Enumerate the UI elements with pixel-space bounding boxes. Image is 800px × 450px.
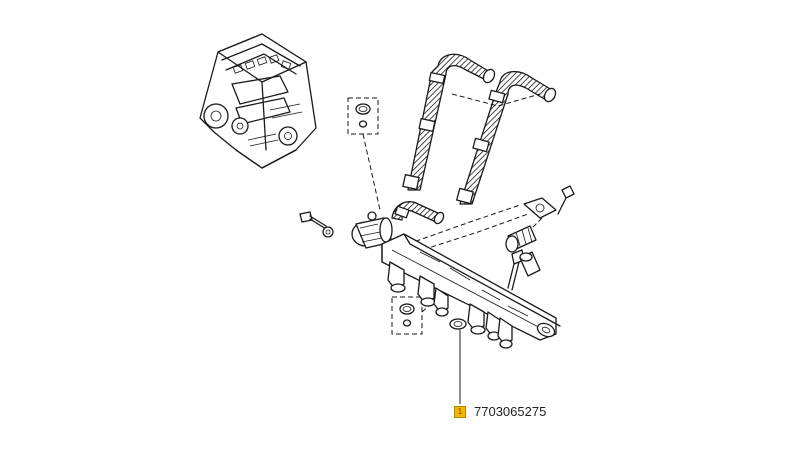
fuel-rail-icon — [381, 233, 561, 349]
o-ring-seal-icon — [391, 296, 423, 335]
pressure-regulator-icon — [351, 211, 393, 249]
sensor-icon — [505, 185, 575, 277]
engine-block-icon — [199, 33, 317, 169]
part-reference-number[interactable]: 7703065275 — [474, 404, 547, 419]
o-ring-icon — [449, 318, 467, 330]
callout-marker[interactable]: 1 — [454, 405, 466, 418]
bolt-icon — [299, 211, 334, 238]
part-callout[interactable]: 1 7703065275 — [454, 404, 546, 419]
o-ring-seal-icon — [347, 97, 379, 135]
fuel-hose-icon — [391, 53, 557, 225]
